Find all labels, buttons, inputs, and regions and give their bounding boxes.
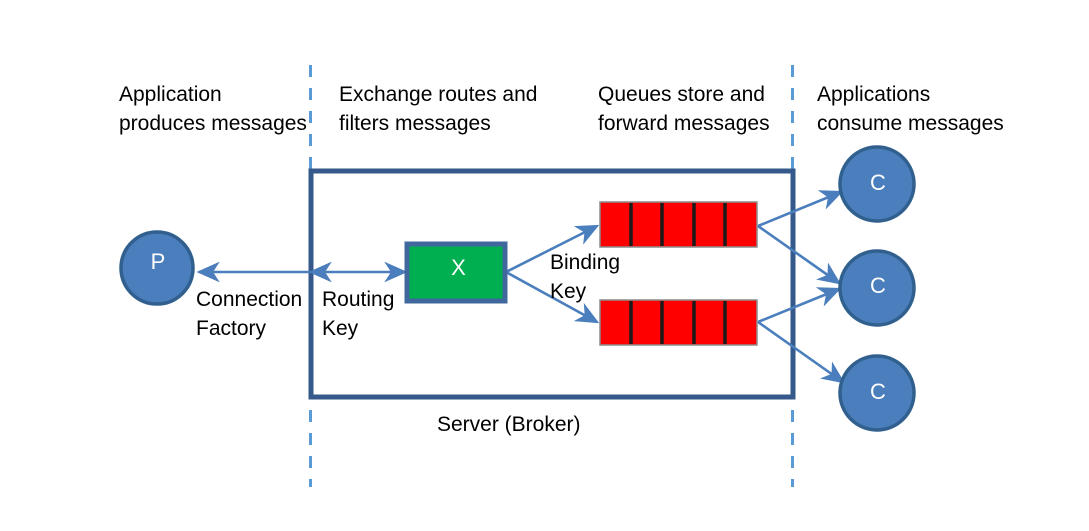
exchange-node[interactable] [404, 241, 508, 304]
server-broker-box [308, 168, 796, 400]
server-broker-label: Server (Broker) [437, 413, 581, 436]
edge-label-routing-key: Routing Key [322, 288, 395, 340]
edge-queue2-consumer2 [757, 287, 842, 324]
edge-queue2-consumer3 [757, 320, 846, 384]
edge-queue1-consumer1 [757, 190, 844, 228]
queue-node-2[interactable] [599, 299, 758, 346]
zone-caption-producer: Application produces messages [119, 83, 307, 135]
consumer-node-1[interactable] [838, 145, 916, 223]
consumer-node-3[interactable] [838, 354, 916, 432]
zone-caption-queue: Queues store and forward messages [598, 83, 770, 135]
queue-node-1[interactable] [599, 201, 758, 248]
edge-queue1-consumer2 [757, 224, 842, 285]
edge-binding-key-top [505, 224, 600, 274]
zone-caption-exchange: Exchange routes and filters messages [339, 83, 538, 135]
consumer-node-2[interactable] [838, 249, 916, 327]
edge-label-binding-key: Binding Key [550, 251, 621, 303]
edge-label-connection-factory: Connection Factory [196, 288, 303, 340]
edge-binding-key-bottom [505, 270, 600, 324]
zone-caption-consumer: Applications consume messages [817, 83, 1004, 135]
producer-node[interactable] [119, 230, 195, 306]
